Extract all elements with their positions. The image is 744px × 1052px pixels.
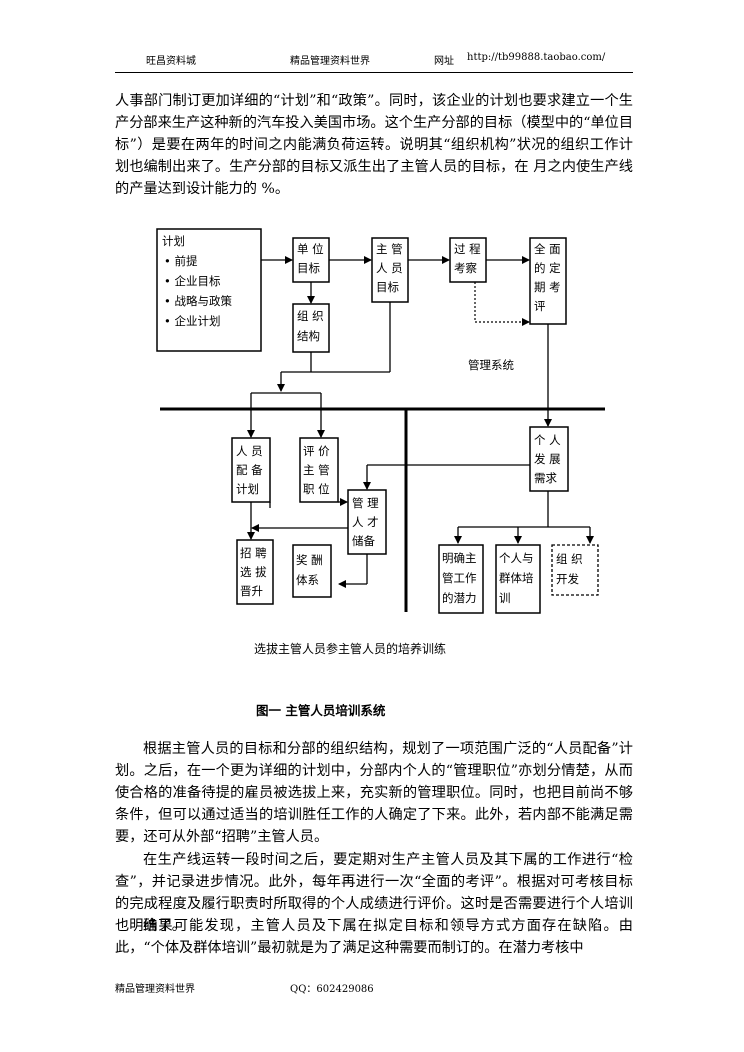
paragraph-4: 结果可能发现，主管人员及下属在拟定目标和领导方式方面存在缺陷。由此，“个体及群体… [115, 915, 633, 959]
diagram-box-label: 的潜力 [442, 591, 477, 605]
diagram-box-label: 考察 [454, 261, 477, 275]
header-url[interactable]: http://tb99888.taobao.com/ [467, 52, 606, 63]
diagram-box-label: 过 程 [454, 242, 481, 256]
diagram-box-label: 配 备 [236, 463, 263, 477]
paragraph-2: 根据主管人员的目标和分部的组织结构，规划了一项范围广泛的“人员配备”计划。之后，… [115, 738, 633, 848]
diagram-box-label: 组 织 [556, 552, 583, 566]
diagram-box-label: 组 织 [297, 309, 324, 323]
diagram-box-label: 人 员 [236, 444, 263, 458]
figure-title: 图一 主管人员培训系统 [256, 703, 386, 718]
plan-item: • 企业计划 [164, 314, 220, 328]
org-development-box [551, 544, 599, 596]
header-url-label: 网址 [434, 56, 454, 67]
diagram-box-label: 训 [499, 591, 511, 605]
diagram-box-label: 评 [534, 299, 546, 313]
diagram-box-label: 主 管 [303, 463, 330, 477]
paragraph-3-text: 在生产线运转一段时间之后，要定期对生产主管人员及其下属的工作进行“检查”，并记录… [115, 852, 633, 934]
diagram-box-label: 全 面 [534, 242, 561, 256]
rewards-box [292, 544, 332, 598]
plan-item: • 战略与政策 [164, 294, 232, 308]
diagram-box-label: 人 员 [376, 261, 403, 275]
diagram-box-label: 管工作 [442, 571, 477, 585]
diagram-box-label: 目标 [297, 261, 320, 275]
recruit-box [236, 539, 274, 605]
plan-item: • 企业目标 [164, 274, 220, 288]
diagram-box-label: 计划 [236, 482, 259, 496]
paragraph-3: 在生产线运转一段时间之后，要定期对生产主管人员及其下属的工作进行“检查”，并记录… [115, 849, 633, 937]
diagram-box-label: 需求 [534, 471, 557, 485]
plan-box [156, 228, 262, 352]
training-system-diagram: 计划 • 前提 • 企业目标 • 战略与政策 • 企业计划 单 位 目标 主 管… [156, 228, 605, 614]
group-training-box [495, 544, 541, 614]
diagram-box-label: 发 展 [534, 452, 561, 466]
diagram-box-label: 人 才 [352, 515, 379, 529]
diagram-box-label: 选 拔 [240, 565, 267, 579]
diagram-box-label: 个人与 [499, 551, 534, 565]
diagram-box-label: 期 考 [534, 280, 561, 294]
diagram-box-label: 奖 酬 [296, 553, 323, 567]
paragraph-1: 人事部门制订更加详细的“计划”和“政策”。同时，该企业的计划也要求建立一个生产分… [115, 90, 633, 200]
diagram-box-label: 群体培 [499, 571, 534, 585]
footer-left: 精品管理资料世界 [115, 984, 195, 995]
diagram-box-label: 结构 [297, 329, 320, 343]
evaluate-positions-box [299, 437, 339, 503]
paragraph-2-text: 根据主管人员的目标和分部的组织结构，规划了一项范围广泛的“人员配备”计划。之后，… [115, 741, 633, 845]
paragraph-4-text: 结果可能发现，主管人员及下属在拟定目标和领导方式方面存在缺陷。由此，“个体及群体… [115, 918, 633, 956]
diagram-box-label: 评 价 [303, 444, 330, 458]
diagram-box-label: 储备 [352, 534, 375, 548]
header-divider [115, 72, 633, 73]
header-center: 精品管理资料世界 [290, 56, 370, 67]
footer-qq: QQ：602429086 [290, 984, 374, 995]
diagram-box-label: 职 位 [303, 482, 330, 496]
diagram-box-label: 个 人 [534, 433, 561, 447]
diagram-box-label: 的 定 [534, 261, 561, 275]
plan-title: 计划 [162, 234, 185, 248]
diagram-box-label: 单 位 [297, 242, 324, 256]
diagram-box-label: 招 聘 [240, 546, 267, 560]
header-left: 旺昌资料城 [146, 56, 196, 67]
diagram-box-label: 目标 [376, 280, 399, 294]
diagram-box-label: 管 理 [352, 496, 379, 510]
figure-caption: 选拔主管人员参主管人员的培养训练 [254, 642, 447, 656]
clarify-potential-box [438, 544, 484, 614]
diagram-box-label: 体系 [296, 573, 319, 587]
diagram-box-label: 主 管 [376, 242, 403, 256]
paragraph-1-text: 人事部门制订更加详细的“计划”和“政策”。同时，该企业的计划也要求建立一个生产分… [115, 93, 634, 197]
diagram-box-label: 明确主 [442, 551, 477, 565]
diagram-box-label: 晋升 [240, 584, 263, 598]
personal-needs-box [529, 426, 569, 492]
diagram-arrow [474, 282, 530, 326]
diagram-box-label: 开发 [556, 572, 579, 586]
management-system-label: 管理系统 [468, 358, 514, 372]
plan-item: • 前提 [164, 254, 198, 268]
